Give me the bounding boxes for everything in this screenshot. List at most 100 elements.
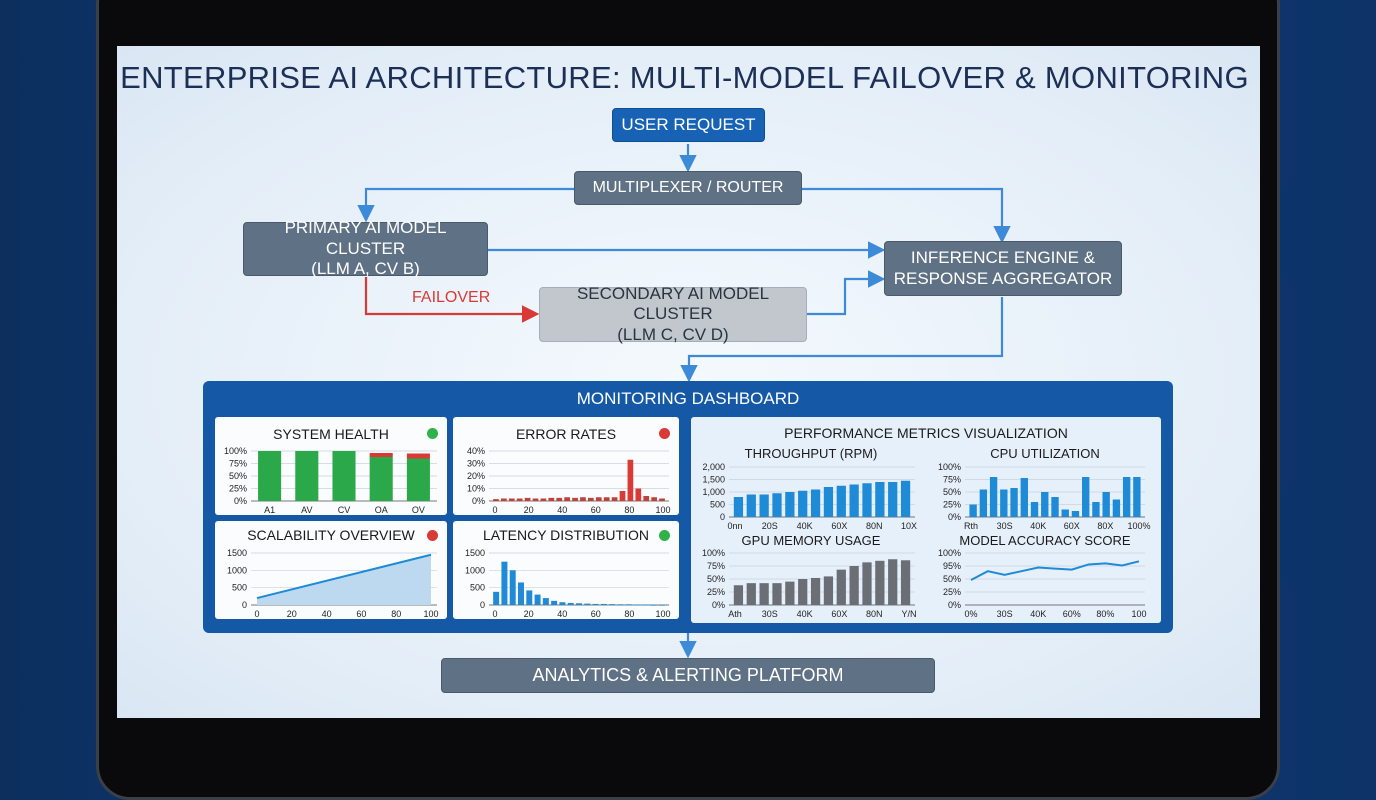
bar	[785, 581, 795, 605]
y-tick-label: 50%	[943, 574, 961, 584]
bar	[900, 480, 911, 517]
y-tick-label: 500	[470, 583, 485, 593]
bar	[888, 482, 898, 517]
bar	[603, 497, 610, 501]
bar	[650, 604, 657, 606]
y-tick-label: 20%	[467, 471, 485, 481]
area-line	[256, 553, 432, 600]
y-tick-label: 2,000	[702, 462, 725, 472]
x-tick-label: AV	[301, 505, 312, 515]
bar	[746, 494, 756, 517]
x-tick-label: 80	[624, 505, 634, 515]
x-tick-label: 60%	[1063, 609, 1081, 619]
y-tick-label: 50%	[229, 471, 247, 481]
x-tick-label: 0	[492, 609, 497, 619]
bar	[609, 604, 616, 606]
x-tick-label: OA	[375, 505, 388, 515]
cpu-utilization-title: CPU UTILIZATION	[990, 446, 1100, 461]
bar	[989, 477, 998, 517]
bar	[1112, 499, 1121, 517]
bar	[1092, 502, 1100, 517]
x-tick-label: 20S	[762, 521, 778, 531]
bar	[900, 560, 911, 605]
y-tick-label: 40%	[467, 446, 485, 456]
x-tick-label: 40	[557, 609, 567, 619]
user-request-node: USER REQUEST	[612, 108, 765, 142]
bar	[501, 498, 507, 501]
x-tick-label: 80X	[1097, 521, 1113, 531]
bar	[798, 490, 808, 517]
bar	[508, 498, 515, 501]
accuracy-line	[970, 560, 1140, 581]
y-tick-label: 0%	[712, 600, 725, 610]
bar	[559, 602, 566, 605]
x-tick-label: 40K	[1030, 521, 1046, 531]
bar	[1071, 511, 1080, 517]
system-health-status-dot	[427, 428, 438, 439]
bar	[1051, 497, 1059, 517]
y-tick-label: 50%	[943, 487, 961, 497]
inference-engine-node: INFERENCE ENGINE & RESPONSE AGGREGATOR	[884, 241, 1122, 296]
bar	[635, 488, 642, 501]
router-label: MULTIPLEXER / ROUTER	[592, 179, 784, 197]
y-tick-label: 1000	[465, 565, 485, 575]
y-tick-label: 30%	[467, 459, 485, 469]
x-tick-label: 0	[254, 609, 259, 619]
bar	[540, 498, 547, 501]
x-tick-label: 80N	[866, 521, 883, 531]
y-tick-label: 0%	[472, 496, 485, 506]
bar	[659, 498, 665, 501]
x-tick-label: CV	[338, 505, 351, 515]
bar	[611, 497, 618, 501]
bar	[619, 491, 626, 501]
health-bar-error	[369, 453, 393, 457]
primary-cluster-models: (LLM A, CV B)	[311, 259, 420, 279]
bar	[888, 559, 898, 605]
error-rates-status-dot	[659, 428, 670, 439]
bar	[627, 459, 634, 501]
y-tick-label: 100%	[938, 462, 961, 472]
bar	[733, 585, 744, 605]
bar	[836, 569, 846, 605]
primary-cluster-node: PRIMARY AI MODEL CLUSTER (LLM A, CV B)	[243, 218, 488, 279]
arrow-failover	[364, 277, 540, 323]
bar	[1030, 502, 1039, 517]
bar	[642, 604, 649, 606]
analytics-alerting-label: ANALYTICS & ALERTING PLATFORM	[532, 664, 844, 685]
x-tick-label: 0%	[964, 609, 977, 619]
router-node: MULTIPLEXER / ROUTER	[574, 171, 802, 205]
x-tick-label: 60X	[1064, 521, 1080, 531]
bar	[617, 604, 624, 606]
arrow-inference-to-dashboard	[680, 297, 1004, 383]
bar	[501, 561, 508, 605]
response-aggregator-label: RESPONSE AGGREGATOR	[893, 268, 1113, 288]
bar	[564, 497, 570, 501]
bar	[592, 603, 599, 605]
bar	[1133, 477, 1141, 517]
bar	[1061, 509, 1069, 517]
y-tick-label: 0	[480, 600, 485, 610]
y-tick-label: 100%	[938, 548, 961, 558]
x-tick-label: 100	[655, 609, 670, 619]
health-bar	[258, 451, 282, 501]
x-tick-label: OV	[412, 505, 425, 515]
secondary-cluster-label: SECONDARY AI MODEL CLUSTER	[576, 283, 770, 324]
bar	[772, 583, 782, 605]
failover-label: FAILOVER	[412, 289, 491, 306]
bar	[849, 566, 859, 605]
system-health-title: SYSTEM HEALTH	[273, 426, 389, 442]
gpu-memory-title: GPU MEMORY USAGE	[741, 533, 881, 548]
y-tick-label: 0	[242, 600, 247, 610]
y-tick-label: 500	[232, 583, 247, 593]
y-tick-label: 1,000	[702, 487, 725, 497]
y-tick-label: 75%	[943, 475, 961, 485]
x-tick-label: Y/N	[901, 609, 916, 619]
bar	[534, 594, 541, 605]
bar	[979, 489, 988, 517]
bar	[969, 504, 977, 517]
error-rates-title: ERROR RATES	[515, 426, 617, 442]
y-tick-label: 1500	[465, 548, 485, 558]
